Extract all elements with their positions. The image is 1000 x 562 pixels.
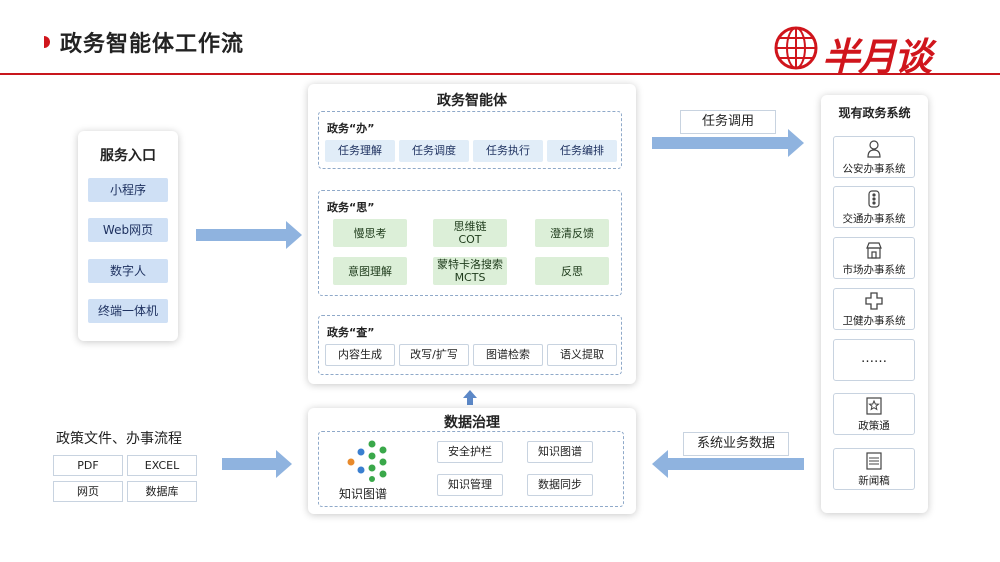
system-market[interactable]: 市场办事系统 (833, 237, 915, 279)
system-traffic[interactable]: 交通办事系统 (833, 186, 915, 228)
source-excel[interactable]: EXCEL (127, 455, 197, 476)
system-more[interactable]: …… (833, 339, 915, 381)
arrow-sources-to-data (222, 450, 292, 478)
cha-item[interactable]: 语义提取 (547, 344, 617, 366)
governance-item[interactable]: 知识图谱 (527, 441, 593, 463)
system-label: 新闻稿 (858, 475, 890, 487)
governance-item[interactable]: 安全护栏 (437, 441, 503, 463)
agent-title: 政务智能体 (437, 93, 507, 109)
governance-item[interactable]: 知识管理 (437, 474, 503, 496)
system-label: 公安办事系统 (842, 163, 906, 175)
existing-systems-title: 现有政务系统 (838, 106, 911, 120)
si-item[interactable]: 意图理解 (333, 257, 407, 285)
arrow-entry-to-agent (196, 221, 302, 249)
si-item[interactable]: 蒙特卡洛搜索 MCTS (433, 257, 507, 285)
cha-label: 政务“查” (327, 326, 375, 339)
ban-item[interactable]: 任务执行 (473, 140, 543, 162)
header-divider (0, 73, 1000, 75)
source-pdf[interactable]: PDF (53, 455, 123, 476)
policy-sources-title: 政策文件、办事流程 (56, 431, 182, 447)
data-governance-title: 数据治理 (444, 415, 500, 431)
source-web[interactable]: 网页 (53, 481, 123, 502)
service-entry-panel: 服务入口 小程序 Web网页 数字人 终端一体机 (78, 131, 178, 341)
si-item[interactable]: 慢思考 (333, 219, 407, 247)
si-label: 政务“思” (327, 201, 375, 214)
ban-item[interactable]: 任务编排 (547, 140, 617, 162)
page-title: 政务智能体工作流 (60, 32, 245, 57)
system-health[interactable]: 卫健办事系统 (833, 288, 915, 330)
policy-doc-icon (866, 397, 882, 415)
arrow-agent-to-systems (652, 129, 804, 157)
store-icon (866, 242, 882, 259)
entry-web-page[interactable]: Web网页 (88, 218, 168, 242)
system-label: 交通办事系统 (842, 213, 906, 225)
knowledge-graph-icon (347, 440, 387, 482)
cha-item[interactable]: 改写/扩写 (399, 344, 469, 366)
traffic-light-icon (868, 190, 880, 208)
si-item[interactable]: 反思 (535, 257, 609, 285)
governance-item[interactable]: 数据同步 (527, 474, 593, 496)
system-label: 卫健办事系统 (842, 315, 906, 327)
news-icon (866, 452, 882, 470)
ban-label: 政务“办” (327, 122, 375, 135)
ban-item[interactable]: 任务调度 (399, 140, 469, 162)
system-police[interactable]: 公安办事系统 (833, 136, 915, 178)
title-marker (44, 36, 50, 48)
ban-item[interactable]: 任务理解 (325, 140, 395, 162)
ban-section: 政务“办” 任务理解 任务调度 任务执行 任务编排 (318, 111, 622, 169)
cha-section: 政务“查” 内容生成 改写/扩写 图谱检索 语义提取 (318, 315, 622, 375)
system-policy[interactable]: 政策通 (833, 393, 915, 435)
si-item[interactable]: 澄清反馈 (535, 219, 609, 247)
arrow-data-to-agent (463, 390, 477, 405)
cha-item[interactable]: 图谱检索 (473, 344, 543, 366)
system-data-label: 系统业务数据 (683, 432, 789, 456)
entry-terminal-kiosk[interactable]: 终端一体机 (88, 299, 168, 323)
task-call-label: 任务调用 (680, 110, 776, 134)
data-governance-panel: 数据治理 知识图谱 安全护栏 知识图谱 知识管理 数据同步 (308, 408, 636, 514)
data-governance-inner: 知识图谱 安全护栏 知识图谱 知识管理 数据同步 (318, 431, 624, 507)
si-item[interactable]: 思维链 COT (433, 219, 507, 247)
system-label: 政策通 (858, 420, 890, 432)
system-label: 市场办事系统 (842, 264, 906, 276)
source-database[interactable]: 数据库 (127, 481, 197, 502)
existing-systems-panel: 现有政务系统 公安办事系统 交通办事系统 市场办事系统 卫健办事系统 …… (821, 95, 928, 513)
medical-cross-icon (865, 292, 883, 310)
arrow-systems-to-data (652, 450, 804, 478)
brand-logo: 半月谈 (822, 35, 932, 79)
cha-item[interactable]: 内容生成 (325, 344, 395, 366)
globe-logo-icon (774, 26, 818, 70)
entry-digital-human[interactable]: 数字人 (88, 259, 168, 283)
police-icon (867, 140, 881, 158)
service-entry-title: 服务入口 (100, 148, 156, 164)
system-news[interactable]: 新闻稿 (833, 448, 915, 490)
agent-panel: 政务智能体 政务“办” 任务理解 任务调度 任务执行 任务编排 政务“思” 慢思… (308, 84, 636, 384)
si-section: 政务“思” 慢思考 思维链 COT 澄清反馈 意图理解 蒙特卡洛搜索 MCTS … (318, 190, 622, 296)
knowledge-graph-label: 知识图谱 (339, 487, 388, 501)
entry-mini-program[interactable]: 小程序 (88, 178, 168, 202)
